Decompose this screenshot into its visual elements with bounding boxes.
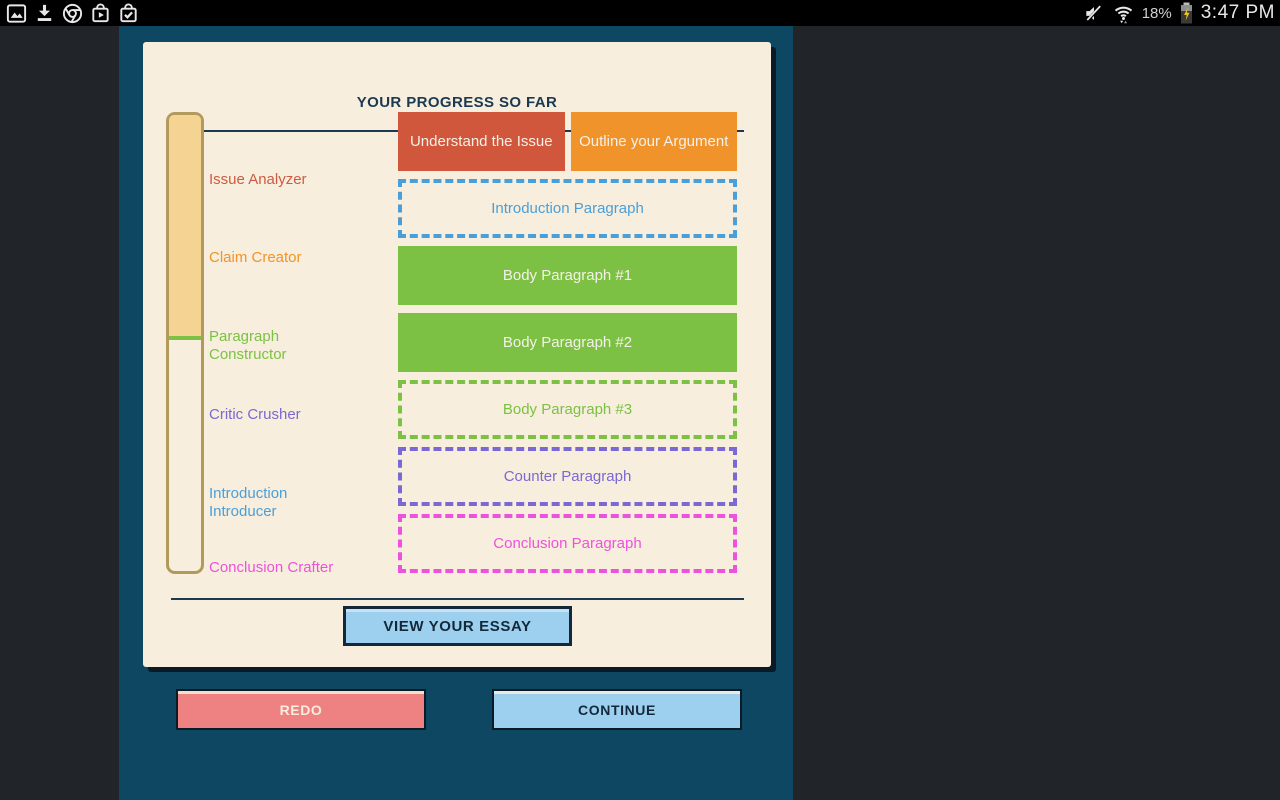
continue-button[interactable]: CONTINUE (492, 689, 742, 730)
gallery-icon (6, 3, 27, 23)
milestone-paragraph-constructor: Paragraph Constructor (209, 328, 287, 363)
step-introduction-paragraph: Introduction Paragraph (398, 179, 737, 238)
clock: 3:47 PM (1200, 2, 1275, 23)
app-background-panel: YOUR PROGRESS SO FAR Issue Analyzer Clai… (119, 26, 793, 800)
redo-button[interactable]: REDO (176, 689, 426, 730)
step-conclusion-paragraph: Conclusion Paragraph (398, 514, 737, 573)
step-body-paragraph-3: Body Paragraph #3 (398, 380, 737, 439)
download-icon (37, 4, 52, 21)
milestone-issue-analyzer: Issue Analyzer (209, 171, 307, 188)
view-your-essay-button[interactable]: VIEW YOUR ESSAY (343, 606, 572, 646)
step-counter-paragraph: Counter Paragraph (398, 447, 737, 506)
chrome-icon (62, 3, 83, 23)
bag-check-icon (120, 3, 137, 22)
battery-percent: 18% (1141, 4, 1172, 22)
progress-meter-fill (169, 115, 201, 336)
step-understand-the-issue: Understand the Issue (398, 112, 565, 171)
step-body-paragraph-2: Body Paragraph #2 (398, 313, 737, 372)
progress-meter (166, 112, 204, 574)
page-title: YOUR PROGRESS SO FAR (356, 94, 558, 111)
step-row-top: Understand the Issue Outline your Argume… (398, 112, 737, 171)
volume-muted-icon (1085, 4, 1102, 22)
battery-charging-icon (1180, 2, 1192, 24)
status-bar: 18% 3:47 PM (0, 0, 1280, 26)
milestone-conclusion-crafter: Conclusion Crafter (209, 559, 334, 576)
step-body-paragraph-1: Body Paragraph #1 (398, 246, 737, 305)
notification-icons (5, 0, 140, 26)
progress-card: YOUR PROGRESS SO FAR Issue Analyzer Clai… (143, 42, 771, 667)
progress-meter-current-marker (169, 336, 201, 340)
step-outline-your-argument: Outline your Argument (570, 112, 737, 171)
milestone-critic-crusher: Critic Crusher (209, 406, 301, 423)
system-status-icons: 18% 3:47 PM (1082, 0, 1275, 26)
milestone-introduction-introducer: Introduction Introducer (209, 485, 288, 520)
wifi-icon (1114, 6, 1132, 23)
divider-bottom (171, 598, 744, 600)
milestone-claim-creator: Claim Creator (209, 249, 302, 266)
play-store-icon (92, 3, 109, 22)
essay-step-list: Understand the Issue Outline your Argume… (398, 112, 737, 573)
